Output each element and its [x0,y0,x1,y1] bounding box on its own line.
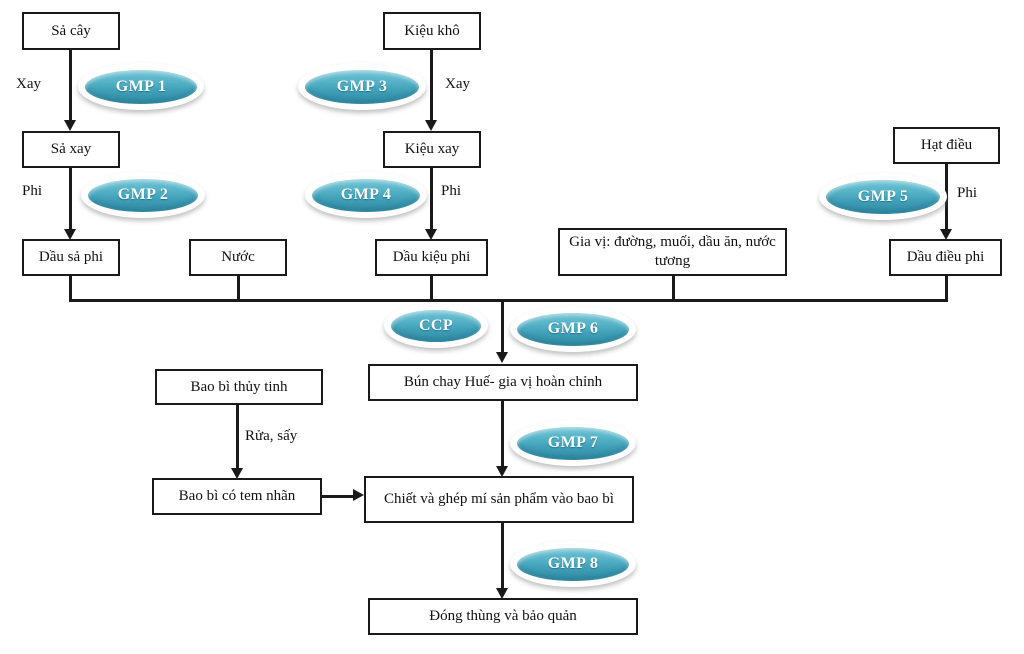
connector-sa-cay-to-sa-xay [69,50,72,122]
badge-ccp[interactable]: CCP [384,303,488,348]
node-bun-chay-hue[interactable]: Bún chay Huế- gia vị hoàn chỉnh [368,364,638,401]
badge-ellipse-fill: GMP 5 [826,179,940,214]
node-hat-dieu[interactable]: Hạt điều [893,127,1000,164]
arrowhead-dau-sa-phi [64,229,76,240]
arrowhead-sa-xay [64,120,76,131]
node-bao-bi-thuy-tinh[interactable]: Bao bì thủy tinh [155,369,323,405]
node-dau-sa-phi[interactable]: Dầu sả phi [22,239,120,276]
connector-sa-xay-to-dau-sa-phi [69,168,72,231]
badge-label: GMP 2 [117,186,169,203]
merge-bus-line [69,299,948,302]
node-label: Kiệu khô [404,22,460,39]
node-bao-bi-co-tem-nhan[interactable]: Bao bì có tem nhãn [152,478,322,515]
badge-ellipse-fill: CCP [391,309,481,342]
badge-ellipse-fill: GMP 6 [517,312,629,346]
badge-label: GMP 7 [547,434,599,451]
node-label: Dầu sả phi [38,249,104,266]
node-label: Chiết và ghép mí sản phẩm vào bao bì [384,491,614,508]
connector-kieu-kho-to-kieu-xay [430,50,433,122]
badge-label: GMP 8 [547,555,599,572]
node-label: Bao bì thủy tinh [190,378,288,395]
badge-gmp-8[interactable]: GMP 8 [510,541,636,587]
node-label: Sả xay [50,141,92,158]
edge-label-phi-left: Phi [22,183,43,199]
node-label: Bao bì có tem nhãn [178,488,296,505]
edge-label-phi-mid: Phi [441,183,462,199]
arrowhead-dau-kieu-phi [425,229,437,240]
arrowhead-bao-bi-tem-nhan [231,468,243,479]
node-gia-vi[interactable]: Gia vị: đường, muối, dầu ăn, nước tương [558,228,787,276]
badge-gmp-2[interactable]: GMP 2 [81,172,205,218]
badge-label: GMP 4 [340,186,392,203]
edge-label-rua-say: Rửa, sấy [245,428,298,444]
connector-dau-dieu-phi-down [945,276,948,302]
node-dong-thung[interactable]: Đóng thùng và bảo quản [368,598,638,635]
node-label: Hạt điều [920,137,973,154]
connector-nuoc-down [237,276,240,302]
node-label: Gia vị: đường, muối, dầu ăn, nước tương [569,234,776,269]
arrowhead-dong-thung [496,588,508,599]
node-label: Dầu kiệu phi [392,249,471,266]
node-label: Nước [221,249,255,266]
node-kieu-kho[interactable]: Kiệu khô [383,12,481,50]
node-dau-dieu-phi[interactable]: Dầu điều phi [889,239,1002,276]
badge-label: CCP [418,316,454,334]
badge-gmp-4[interactable]: GMP 4 [305,172,427,218]
arrowhead-kieu-xay [425,120,437,131]
edge-label-phi-right: Phi [957,185,978,201]
edge-label-xay-left: Xay [16,76,41,92]
badge-gmp-6[interactable]: GMP 6 [510,306,636,352]
edge-label-xay-mid: Xay [445,76,470,92]
node-chiet-va-ghep-mi[interactable]: Chiết và ghép mí sản phẩm vào bao bì [364,476,634,523]
node-label: Bún chay Huế- gia vị hoàn chỉnh [403,374,603,391]
connector-bus-to-bun-chay [501,299,504,354]
connector-chiet-to-dong-thung [501,523,504,591]
connector-dau-kieu-phi-down [430,276,433,302]
node-nuoc[interactable]: Nước [189,239,287,276]
arrowhead-dau-dieu-phi [940,229,952,240]
node-dau-kieu-phi[interactable]: Dầu kiệu phi [375,239,488,276]
badge-label: GMP 6 [547,320,599,337]
node-label: Đóng thùng và bảo quản [429,608,577,625]
badge-gmp-3[interactable]: GMP 3 [298,63,426,110]
node-sa-xay[interactable]: Sả xay [22,131,120,168]
arrowhead-chiet-top [496,466,508,477]
node-kieu-xay[interactable]: Kiệu xay [383,131,481,168]
connector-kieu-xay-to-dau-kieu-phi [430,168,433,231]
node-label: Kiệu xay [404,141,460,158]
node-label: Dầu điều phi [906,249,985,266]
badge-ellipse-fill: GMP 2 [88,178,198,212]
badge-ellipse-fill: GMP 8 [517,547,629,581]
arrowhead-bun-chay [496,352,508,363]
connector-bun-chay-to-chiet [501,401,504,468]
connector-bao-bi-thuy-tinh-to-tem-nhan [236,405,239,470]
connector-dau-sa-phi-down [69,276,72,302]
connector-tem-nhan-to-chiet [322,495,355,498]
badge-ellipse-fill: GMP 1 [85,69,197,104]
badge-gmp-7[interactable]: GMP 7 [510,420,636,466]
badge-ellipse-fill: GMP 3 [305,69,419,104]
badge-ellipse-fill: GMP 4 [312,178,420,212]
node-label: Sả cây [51,22,91,39]
node-sa-cay[interactable]: Sả cây [22,12,120,50]
badge-gmp-5[interactable]: GMP 5 [819,173,947,220]
badge-label: GMP 3 [336,77,388,95]
arrowhead-chiet-left [353,489,364,501]
badge-label: GMP 5 [857,187,909,205]
badge-ellipse-fill: GMP 7 [517,426,629,460]
badge-gmp-1[interactable]: GMP 1 [78,63,204,110]
connector-gia-vi-down [672,276,675,302]
badge-label: GMP 1 [115,77,167,95]
